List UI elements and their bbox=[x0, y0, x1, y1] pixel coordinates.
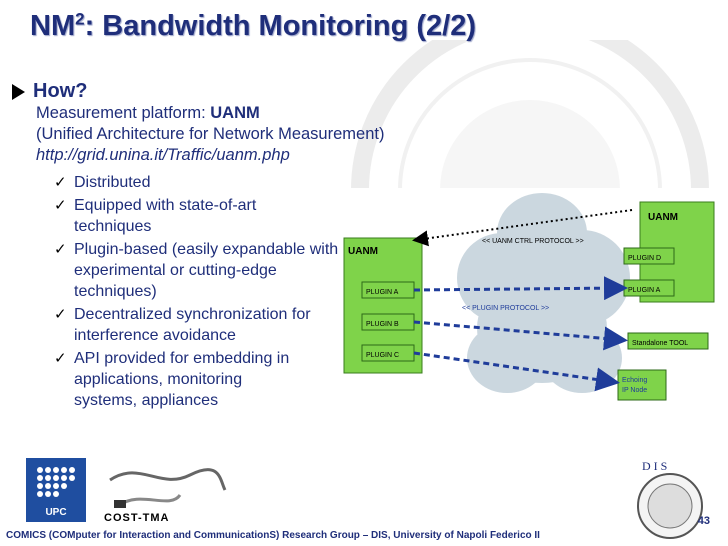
feature-item: ✓ Decentralized synchronization for inter… bbox=[54, 304, 324, 346]
right-uanm-label: UANM bbox=[648, 212, 678, 223]
plugin-b-arrow bbox=[413, 320, 628, 351]
checkmark-icon: ✓ bbox=[54, 197, 67, 214]
how-heading: How? bbox=[12, 80, 482, 103]
standalone-tool-label: Standalone TOOL bbox=[632, 340, 688, 347]
how-label: How? bbox=[33, 80, 88, 102]
ctrl-protocol-label: << UANM CTRL PROTOCOL >> bbox=[482, 238, 584, 245]
left-plugin-a: PLUGIN A bbox=[366, 289, 399, 296]
slide-title: NM2: Bandwidth Monitoring (2/2) bbox=[30, 10, 476, 43]
arrow-bullet-icon bbox=[12, 83, 25, 100]
right-plugin-a: PLUGIN A bbox=[628, 287, 661, 294]
upc-logo: UPC bbox=[26, 458, 86, 522]
plugin-a-arrow bbox=[413, 276, 628, 301]
left-uanm-label: UANM bbox=[348, 246, 378, 257]
feature-item: ✓ Distributed bbox=[54, 172, 482, 193]
dis-logo-text: D I S bbox=[642, 460, 667, 473]
upc-dots-icon bbox=[37, 467, 75, 497]
title-main: NM bbox=[30, 10, 76, 42]
feature-item: ✓ API provided for embedding in applicati… bbox=[54, 348, 304, 411]
cost-tma-label: COST-TMA bbox=[104, 512, 170, 524]
page-number: 43 bbox=[697, 515, 710, 527]
checkmark-icon: ✓ bbox=[54, 350, 67, 367]
left-plugin-c: PLUGIN C bbox=[366, 352, 399, 359]
title-rest: : Bandwidth Monitoring (2/2) bbox=[84, 10, 477, 42]
feature-text: Equipped with state-of-art techniques bbox=[74, 197, 257, 235]
footer-text: COMICS (COMputer for Interaction and Com… bbox=[6, 530, 540, 541]
checkmark-icon: ✓ bbox=[54, 306, 67, 323]
left-plugin-b: PLUGIN B bbox=[366, 321, 399, 328]
feature-item: ✓ Plugin-based (easily expandable with ex… bbox=[54, 239, 344, 302]
slide-body: How? Measurement platform: UANM (Unified… bbox=[12, 80, 482, 413]
upc-label: UPC bbox=[45, 507, 67, 518]
feature-text: Plugin-based (easily expandable with exp… bbox=[74, 241, 339, 300]
feature-text: Decentralized synchronization for interf… bbox=[74, 306, 311, 344]
checkmark-icon: ✓ bbox=[54, 174, 67, 191]
checkmark-icon: ✓ bbox=[54, 241, 67, 258]
title-superscript: 2 bbox=[75, 9, 85, 29]
platform-url-link[interactable]: http://grid.unina.it/Traffic/uanm.php bbox=[36, 146, 290, 164]
platform-line: Measurement platform: UANM bbox=[36, 103, 482, 124]
plugin-protocol-label: << PLUGIN PROTOCOL >> bbox=[462, 305, 549, 312]
right-plugin-d: PLUGIN D bbox=[628, 255, 661, 262]
platform-name: UANM bbox=[210, 104, 260, 122]
echoing-label-1: Echoing bbox=[622, 377, 647, 384]
feature-item: ✓ Equipped with state-of-art techniques bbox=[54, 195, 284, 237]
feature-text: API provided for embedding in applicatio… bbox=[74, 350, 290, 409]
platform-description: (Unified Architecture for Network Measur… bbox=[36, 125, 385, 143]
platform-label: Measurement platform: bbox=[36, 104, 211, 122]
feature-text: Distributed bbox=[74, 174, 151, 191]
uanm-architecture-diagram: UANM PLUGIN A PLUGIN B PLUGIN C UANM PLU… bbox=[342, 188, 727, 413]
cost-tma-cable-icon bbox=[109, 468, 227, 508]
right-plugin-d-box bbox=[623, 247, 675, 265]
network-cloud bbox=[457, 193, 630, 393]
standalone-tool-box bbox=[627, 332, 709, 350]
plugin-c-arrow bbox=[413, 351, 620, 392]
echoing-ip-node-box bbox=[617, 369, 667, 401]
echoing-label-2: IP Node bbox=[622, 387, 647, 394]
feature-list: ✓ Distributed ✓ Equipped with state-of-art… bbox=[12, 172, 482, 411]
ctrl-protocol-arrow bbox=[412, 209, 633, 247]
dis-seal-logo: D I S bbox=[637, 460, 703, 539]
